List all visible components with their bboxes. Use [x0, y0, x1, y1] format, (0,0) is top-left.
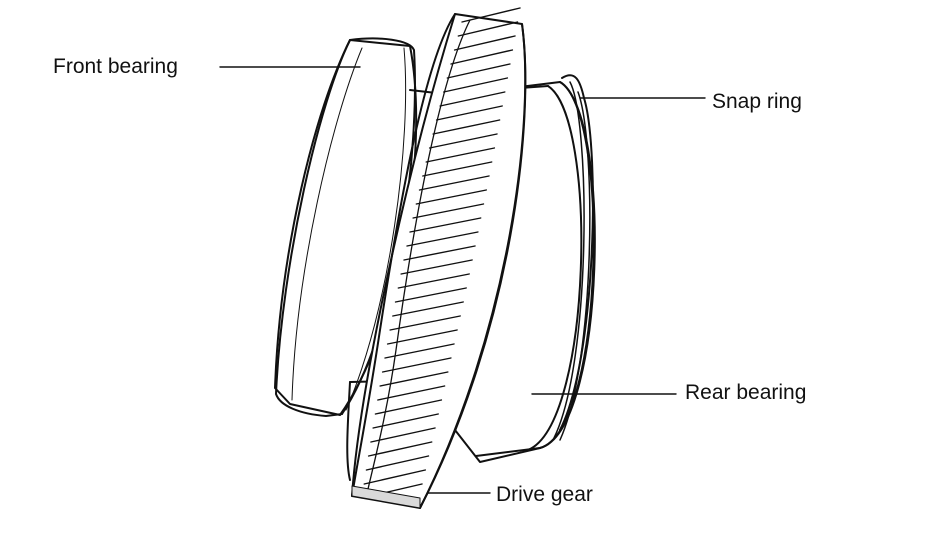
gear-tooth — [386, 329, 458, 345]
gear-tooth — [377, 385, 446, 401]
label-snap-ring: Snap ring — [712, 90, 802, 113]
gear-tooth — [432, 119, 501, 135]
gear-tooth — [379, 371, 449, 387]
gear-tooth — [418, 175, 490, 191]
gear-tooth — [363, 469, 426, 485]
gear-tooth — [439, 91, 506, 107]
gear-tooth — [412, 203, 485, 219]
gear-tooth — [397, 273, 470, 289]
gear-tooth — [372, 413, 439, 429]
gear-tooth — [400, 259, 473, 275]
gear-tooth — [428, 133, 498, 149]
gear-tooth — [443, 77, 509, 93]
gear-tooth — [365, 455, 430, 471]
gear-tooth — [394, 287, 467, 303]
gear-tooth — [409, 217, 482, 233]
gear-tooth — [374, 399, 443, 415]
snap-ring — [553, 74, 594, 441]
gear-tooth — [425, 147, 496, 163]
gear-tooth — [450, 49, 514, 65]
gear-tooth — [457, 21, 519, 37]
gear-tooth — [435, 105, 503, 121]
gear-tooth — [415, 189, 487, 205]
gear-tooth — [392, 301, 464, 317]
gear-tooth — [461, 7, 521, 23]
gear-tooth — [403, 245, 476, 261]
gear-tooth — [367, 441, 433, 457]
gear-tooth — [370, 427, 436, 443]
gear-tooth — [406, 231, 479, 247]
gear-tooth — [384, 343, 455, 359]
gear-tooth — [389, 315, 461, 331]
drive-gear — [351, 7, 527, 509]
label-front-bearing: Front bearing — [53, 55, 178, 78]
gear-tooth — [453, 35, 516, 51]
label-rear-bearing: Rear bearing — [685, 381, 807, 404]
label-drive-gear: Drive gear — [496, 483, 593, 506]
gear-tooth — [446, 63, 511, 79]
gear-tooth — [422, 161, 493, 177]
gear-tooth — [381, 357, 452, 373]
leader-lines — [219, 66, 706, 494]
